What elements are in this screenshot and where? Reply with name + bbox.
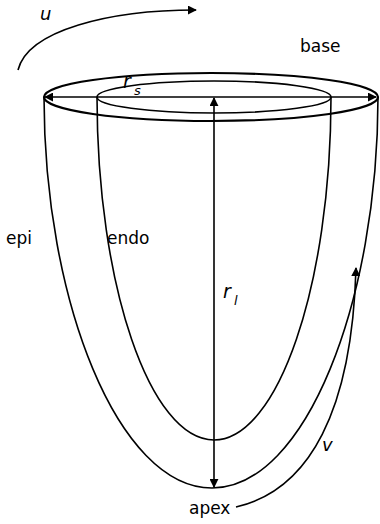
radius-symbol: r xyxy=(223,282,231,301)
apex-label: apex xyxy=(189,500,230,517)
base-label: base xyxy=(300,38,341,55)
radius-subscript: s xyxy=(134,84,141,97)
epi-wall xyxy=(44,97,378,488)
rs-arrow xyxy=(45,96,376,98)
radius-subscript: l xyxy=(234,294,238,307)
rl-arrow xyxy=(213,98,215,487)
epi-label: epi xyxy=(6,230,32,247)
v-label: v xyxy=(322,436,333,454)
radius-symbol: r xyxy=(123,72,131,91)
v-arc-arrow xyxy=(236,268,356,507)
base-outer-ellipse xyxy=(44,73,378,121)
endo-label: endo xyxy=(107,230,149,247)
u-label: u xyxy=(40,5,51,23)
